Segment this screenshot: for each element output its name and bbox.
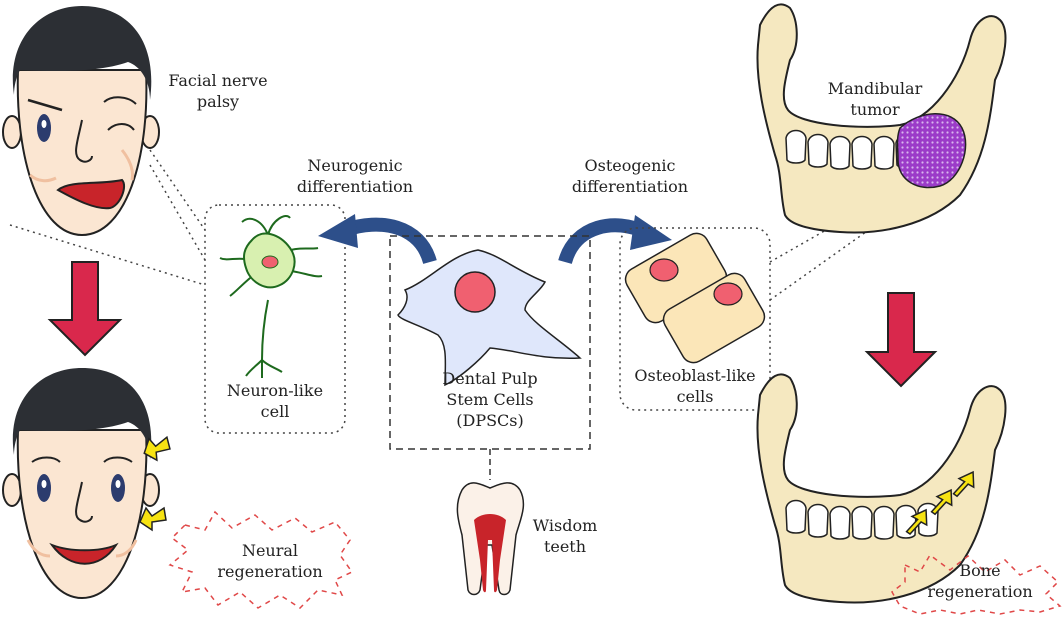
dpsc-label: Dental Pulp Stem Cells (DPSCs) (400, 368, 580, 431)
bone-regen-label: Bone regeneration (905, 560, 1055, 602)
wisdom-teeth-label: Wisdom teeth (525, 515, 605, 557)
osteoblast-like-cells (621, 229, 769, 367)
red-down-arrow-left-icon (50, 262, 120, 355)
neuron-like-label: Neuron-like cell (210, 380, 340, 422)
neuron-nucleus (262, 256, 278, 268)
neural-regen-label: Neural regeneration (195, 540, 345, 582)
osteoblast-like-label: Osteoblast-like cells (620, 365, 770, 407)
stem-cell-nucleus (455, 272, 495, 312)
face-palsy (3, 6, 159, 235)
neurogenic-label: Neurogenic differentiation (285, 155, 425, 197)
neuron-like-cell (220, 216, 322, 378)
red-down-arrow-right-icon (867, 293, 935, 386)
mandibular-tumor-label: Mandibular tumor (820, 78, 930, 120)
dental-pulp-stem-cell (398, 250, 580, 385)
blue-arrow-neurogenic-icon (318, 214, 430, 262)
osteogenic-label: Osteogenic differentiation (560, 155, 700, 197)
wisdom-tooth-icon (457, 483, 523, 595)
face-recovered (3, 368, 159, 598)
facial-palsy-label: Facial nerve palsy (163, 70, 273, 112)
